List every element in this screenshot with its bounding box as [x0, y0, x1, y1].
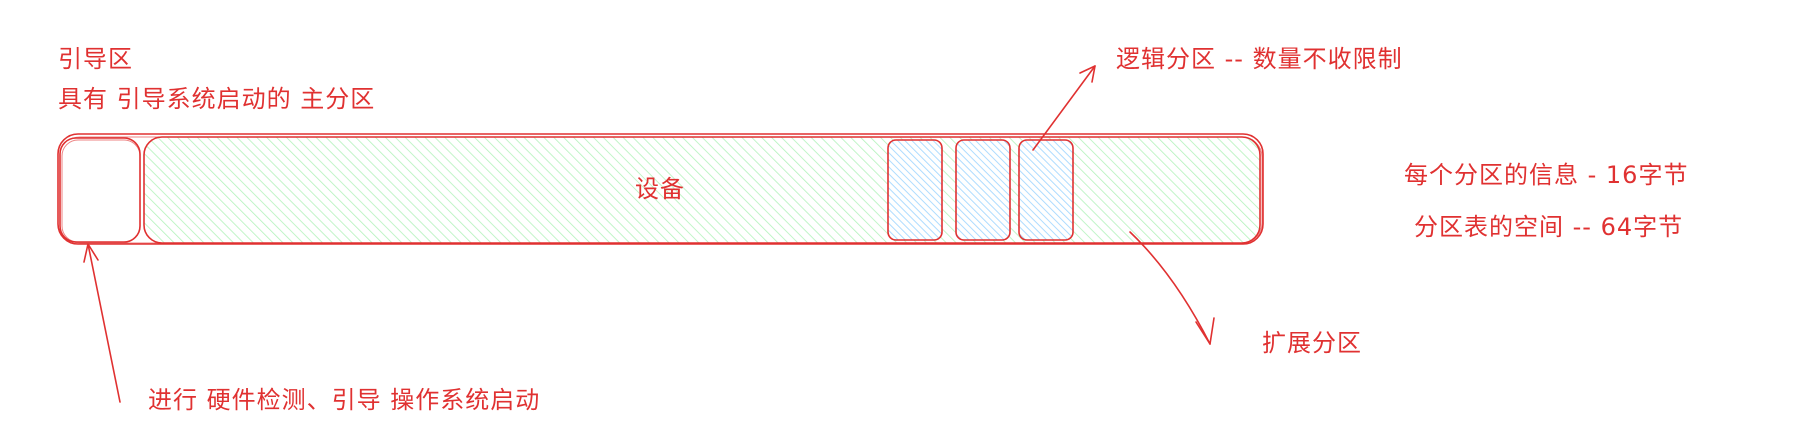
- arrow-head-logical: [1079, 65, 1096, 83]
- partition-table-space-label: 分区表的空间 -- 64字节: [1414, 213, 1684, 241]
- arrow-to-boot-block: [87, 243, 121, 403]
- logical-partition-3: [1018, 139, 1074, 241]
- logical-partition-1: [887, 139, 943, 241]
- arrow-head-boot: [83, 243, 99, 263]
- arrow-to-extended-label: [1129, 231, 1211, 345]
- partition-info-label: 每个分区的信息 - 16字节: [1404, 161, 1689, 189]
- device-container: [57, 133, 1264, 245]
- arrow-head-extended: [1195, 317, 1215, 345]
- logical-partition-2: [955, 139, 1011, 241]
- boot-block-sketch: [61, 139, 141, 243]
- boot-title: 引导区: [58, 45, 133, 73]
- boot-description: 具有 引导系统启动的 主分区: [58, 85, 376, 113]
- device-block: [143, 136, 1261, 244]
- device-label: 设备: [635, 175, 685, 203]
- boot-note: 进行 硬件检测、引导 操作系统启动: [148, 386, 541, 414]
- boot-block: [59, 137, 141, 243]
- extended-partition-label: 扩展分区: [1262, 329, 1362, 357]
- logical-partition-label: 逻辑分区 -- 数量不收限制: [1116, 45, 1403, 73]
- arrow-to-logical-label: [1032, 65, 1096, 151]
